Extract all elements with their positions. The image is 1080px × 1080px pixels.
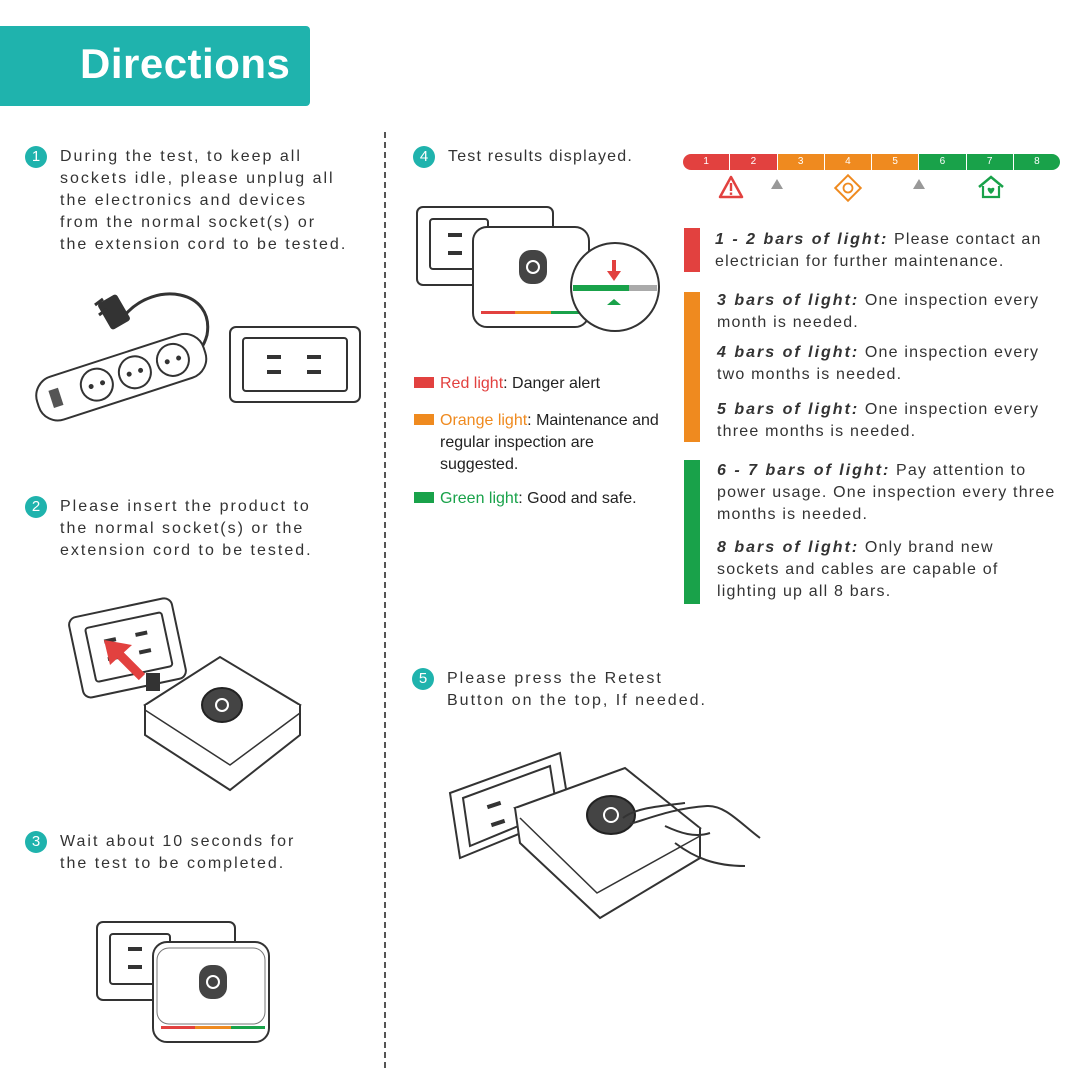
result-device-illustration: [416, 206, 660, 332]
result-desc: One inspection every two months is neede…: [717, 344, 1040, 383]
retest-press-illustration: [448, 751, 761, 920]
legend-red-swatch: [414, 377, 434, 388]
scale-segment: 1: [683, 154, 731, 170]
scale-segment: 5: [872, 154, 920, 170]
page-title: Directions: [80, 40, 291, 87]
result-title: 4 bars of light:: [717, 344, 860, 361]
legend-desc: : Danger alert: [503, 375, 601, 392]
column-divider: [384, 132, 386, 1068]
step-number: 5: [412, 668, 434, 690]
step-text: Test results displayed.: [448, 148, 634, 165]
step-text: Please press the Retest Button on the to…: [447, 670, 707, 709]
result-bar-red: [684, 228, 700, 272]
step-number: 2: [25, 496, 47, 518]
legend-green-swatch: [414, 492, 434, 503]
power-strip-illustration: [35, 292, 361, 422]
result-title: 6 - 7 bars of light:: [717, 462, 891, 479]
result-6-7: 6 - 7 bars of light: Pay attention to po…: [717, 460, 1062, 526]
result-desc: One inspection every three months is nee…: [717, 401, 1040, 440]
legend-label: Green light: [440, 490, 519, 507]
legend-label: Red light: [440, 375, 504, 392]
result-desc: One inspection every month is needed.: [717, 292, 1040, 331]
insert-illustration: [68, 597, 302, 792]
step-number: 1: [25, 146, 47, 168]
warning-icon: [718, 175, 744, 199]
home-heart-icon: [978, 175, 1004, 199]
legend-orange-swatch: [414, 414, 434, 425]
scale-segment: 7: [966, 154, 1014, 170]
result-8: 8 bars of light: Only brand new sockets …: [717, 537, 1062, 603]
step-text: During the test, to keep all sockets idl…: [60, 148, 348, 253]
scale-segment: 3: [777, 154, 825, 170]
triangle-marker-icon: [771, 179, 783, 189]
legend-desc: : Maintenance and regular inspection are…: [440, 412, 659, 473]
step-text: Please insert the product to the normal …: [60, 498, 313, 559]
result-title: 3 bars of light:: [717, 292, 860, 309]
result-3: 3 bars of light: One inspection every mo…: [717, 290, 1062, 334]
header-banner: Directions: [0, 26, 310, 106]
legend-desc: : Good and safe.: [518, 490, 637, 507]
result-bar-orange: [684, 292, 700, 442]
testing-device-illustration: [96, 921, 270, 1043]
result-desc: Pay attention to power usage. One inspec…: [717, 462, 1056, 523]
result-5: 5 bars of light: One inspection every th…: [717, 399, 1062, 443]
legend-label: Orange light: [440, 412, 528, 429]
result-4: 4 bars of light: One inspection every tw…: [717, 342, 1062, 386]
scale-segment: 8: [1013, 154, 1060, 170]
triangle-marker-icon: [913, 179, 925, 189]
result-title: 1 - 2 bars of light:: [715, 231, 889, 248]
scale-segment: 2: [730, 154, 778, 170]
result-title: 5 bars of light:: [717, 401, 860, 418]
result-desc: Please contact an electrician for furthe…: [715, 231, 1042, 270]
result-1-2: 1 - 2 bars of light: Please contact an e…: [715, 229, 1060, 273]
result-bar-green: [684, 460, 700, 604]
step-number: 4: [413, 146, 435, 168]
step-text: Wait about 10 seconds for the test to be…: [60, 833, 296, 872]
result-desc: Only brand new sockets and cables are ca…: [717, 539, 999, 600]
shield-icon: [833, 173, 863, 203]
step-number: 3: [25, 831, 47, 853]
result-title: 8 bars of light:: [717, 539, 860, 556]
scale-segment: 4: [824, 154, 872, 170]
light-scale-bar: 1 2 3 4 5 6 7 8: [683, 154, 1060, 170]
scale-segment: 6: [919, 154, 967, 170]
